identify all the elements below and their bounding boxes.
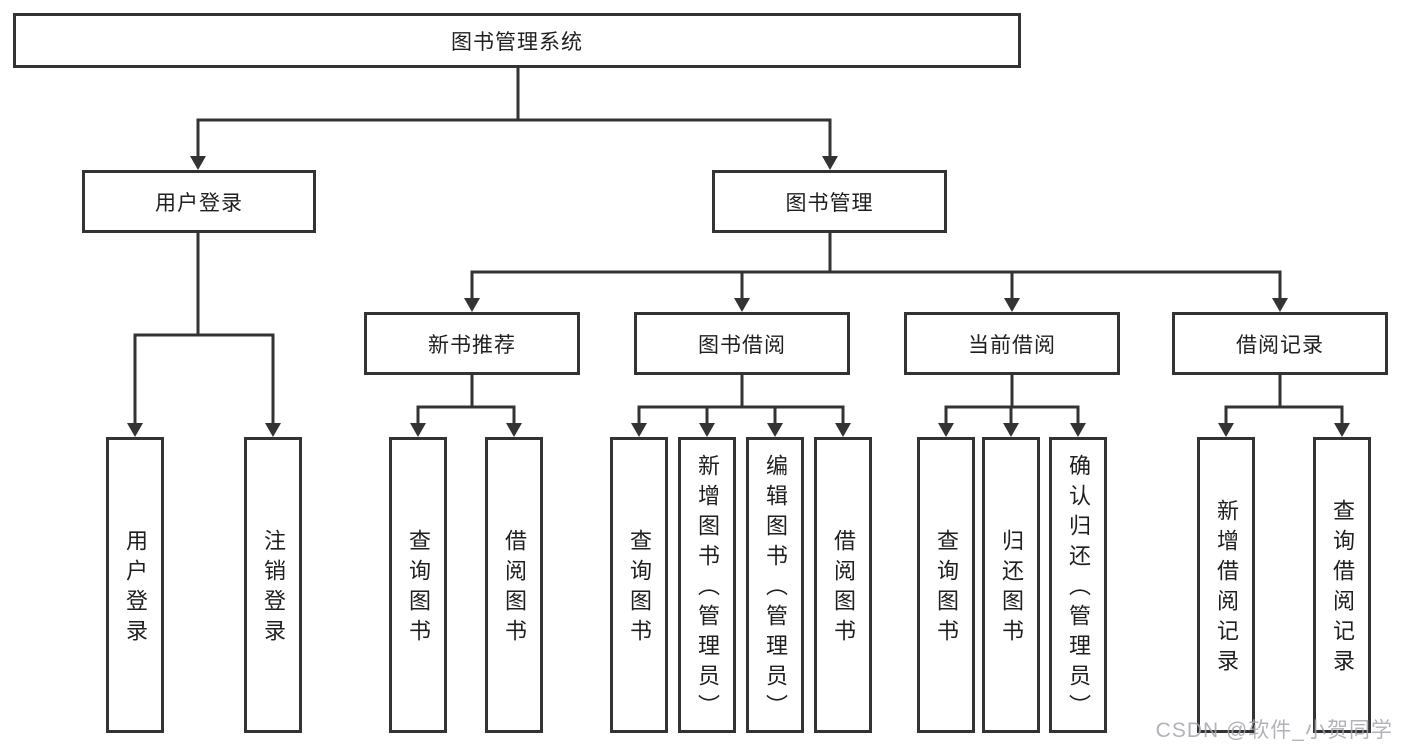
node-new-book-recommend: 新书推荐 xyxy=(364,312,580,375)
node-book-borrow: 图书借阅 xyxy=(634,312,850,375)
node-root-label: 图书管理系统 xyxy=(451,30,583,54)
leaf-query-books-borrow-label: 查询图书 xyxy=(627,529,652,649)
leaf-query-books-recommend: 查询图书 xyxy=(389,437,447,733)
node-current-borrow: 当前借阅 xyxy=(904,312,1120,375)
leaf-query-borrow-record-label: 查询借阅记录 xyxy=(1330,499,1355,679)
leaf-borrow-books-label: 借阅图书 xyxy=(831,529,856,649)
node-root: 图书管理系统 xyxy=(13,13,1021,68)
leaf-logout-label: 注销登录 xyxy=(261,529,286,649)
leaf-query-books-current: 查询图书 xyxy=(917,437,975,733)
leaf-add-borrow-record-label: 新增借阅记录 xyxy=(1214,499,1239,679)
leaf-query-borrow-record: 查询借阅记录 xyxy=(1313,437,1371,733)
csdn-watermark: CSDN @软件_小贺同学 xyxy=(1155,719,1393,742)
leaf-confirm-return-admin: 确认归还（管理员） xyxy=(1049,437,1107,733)
leaf-user-login-label: 用户登录 xyxy=(123,529,148,649)
leaf-edit-book-admin-label: 编辑图书（管理员） xyxy=(763,454,788,724)
leaf-borrow-books: 借阅图书 xyxy=(814,437,872,733)
leaf-return-book-label: 归还图书 xyxy=(999,529,1024,649)
node-borrow-records-label: 借阅记录 xyxy=(1236,333,1324,357)
leaf-confirm-return-admin-label: 确认归还（管理员） xyxy=(1066,454,1091,724)
node-book-management: 图书管理 xyxy=(712,170,947,233)
leaf-add-borrow-record: 新增借阅记录 xyxy=(1197,437,1255,733)
leaf-return-book: 归还图书 xyxy=(982,437,1040,733)
node-user-login: 用户登录 xyxy=(82,170,316,233)
leaf-query-books-recommend-label: 查询图书 xyxy=(406,529,431,649)
node-current-borrow-label: 当前借阅 xyxy=(968,333,1056,357)
node-user-login-label: 用户登录 xyxy=(155,191,243,215)
leaf-add-book-admin: 新增图书（管理员） xyxy=(678,437,736,733)
leaf-user-login: 用户登录 xyxy=(106,437,164,733)
node-book-management-label: 图书管理 xyxy=(785,191,874,215)
leaf-add-book-admin-label: 新增图书（管理员） xyxy=(695,454,720,724)
leaf-borrow-books-recommend-label: 借阅图书 xyxy=(502,529,527,649)
node-borrow-records: 借阅记录 xyxy=(1172,312,1388,375)
leaf-logout: 注销登录 xyxy=(244,437,302,733)
node-book-borrow-label: 图书借阅 xyxy=(698,333,786,357)
node-new-book-recommend-label: 新书推荐 xyxy=(428,333,516,357)
leaf-borrow-books-recommend: 借阅图书 xyxy=(485,437,543,733)
leaf-query-books-current-label: 查询图书 xyxy=(934,529,959,649)
leaf-query-books-borrow: 查询图书 xyxy=(610,437,668,733)
leaf-edit-book-admin: 编辑图书（管理员） xyxy=(746,437,804,733)
